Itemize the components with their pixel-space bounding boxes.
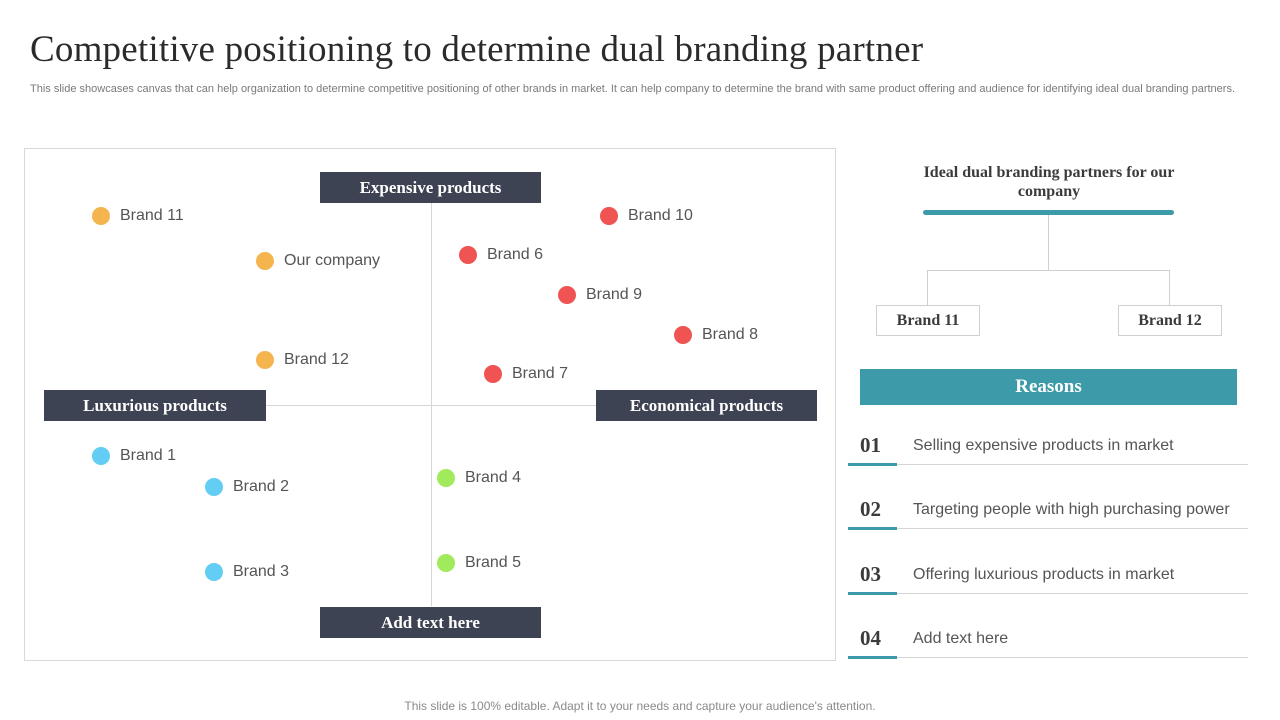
reason-divider bbox=[848, 464, 1248, 465]
reason-number: 04 bbox=[860, 626, 881, 650]
brand-dot bbox=[256, 351, 274, 369]
tree-connector bbox=[1048, 215, 1049, 270]
brand-dot bbox=[459, 246, 477, 264]
reason-text: Targeting people with high purchasing po… bbox=[913, 501, 1230, 518]
reason-number: 01 bbox=[860, 433, 881, 457]
brand-label: Brand 11 bbox=[120, 207, 184, 224]
brand-label: Brand 6 bbox=[487, 246, 544, 263]
partner-brand-11: Brand 11 bbox=[876, 305, 980, 336]
reason-accent bbox=[848, 527, 897, 530]
reason-accent bbox=[848, 656, 897, 659]
reason-item: 02 Targeting people with high purchasing… bbox=[848, 497, 1248, 530]
reason-number: 03 bbox=[860, 562, 881, 586]
brand-label: Brand 4 bbox=[465, 469, 522, 486]
brand-dot bbox=[205, 478, 223, 496]
brand-label: Brand 9 bbox=[586, 286, 643, 303]
brand-label: Brand 2 bbox=[233, 478, 290, 495]
horizontal-axis bbox=[266, 405, 596, 406]
brand-label: Brand 3 bbox=[233, 563, 290, 580]
brand-dot bbox=[437, 469, 455, 487]
tree-connector bbox=[927, 270, 928, 306]
brand-dot bbox=[92, 207, 110, 225]
reason-number: 02 bbox=[860, 497, 881, 521]
brand-point: Brand 5 bbox=[437, 553, 521, 573]
brand-point: Brand 3 bbox=[205, 562, 289, 582]
reason-divider bbox=[848, 528, 1248, 529]
vertical-axis bbox=[431, 200, 432, 606]
economical-products-label: Economical products bbox=[596, 390, 817, 421]
brand-point: Brand 1 bbox=[92, 446, 176, 466]
brand-dot bbox=[256, 252, 274, 270]
brand-point: Brand 8 bbox=[674, 325, 758, 345]
reason-text: Add text here bbox=[913, 630, 1009, 647]
brand-label: Brand 12 bbox=[284, 351, 349, 368]
brand-point: Brand 7 bbox=[484, 364, 568, 384]
brand-point: Brand 9 bbox=[558, 285, 642, 305]
brand-point: Brand 11 bbox=[92, 206, 184, 226]
expensive-products-label: Expensive products bbox=[320, 172, 541, 203]
brand-label: Our company bbox=[284, 252, 381, 269]
brand-label: Brand 1 bbox=[120, 447, 177, 464]
reason-item: 01 Selling expensive products in market bbox=[848, 433, 1248, 466]
tree-connector bbox=[927, 270, 1169, 271]
reasons-header: Reasons bbox=[860, 369, 1237, 405]
footer-note: This slide is 100% editable. Adapt it to… bbox=[404, 699, 876, 713]
luxurious-products-label: Luxurious products bbox=[44, 390, 266, 421]
brand-dot bbox=[92, 447, 110, 465]
brand-label: Brand 10 bbox=[628, 207, 693, 224]
reason-divider bbox=[848, 657, 1248, 658]
brand-dot bbox=[674, 326, 692, 344]
ideal-partners-title: Ideal dual branding partners for our com… bbox=[923, 164, 1175, 200]
reason-item: 03 Offering luxurious products in market bbox=[848, 562, 1248, 595]
reason-accent bbox=[848, 463, 897, 466]
tree-connector bbox=[1169, 270, 1170, 306]
brand-point: Brand 10 bbox=[600, 206, 693, 226]
brand-dot bbox=[484, 365, 502, 383]
brand-point: Brand 12 bbox=[256, 350, 349, 370]
brand-dot bbox=[600, 207, 618, 225]
brand-dot bbox=[437, 554, 455, 572]
ideal-partners-bar bbox=[923, 210, 1174, 215]
partner-brand-12: Brand 12 bbox=[1118, 305, 1222, 336]
reason-text: Offering luxurious products in market bbox=[913, 566, 1175, 583]
brand-point: Our company bbox=[256, 251, 380, 271]
brand-dot bbox=[558, 286, 576, 304]
reason-text: Selling expensive products in market bbox=[913, 437, 1174, 454]
reason-accent bbox=[848, 592, 897, 595]
reason-item: 04 Add text here bbox=[848, 626, 1248, 659]
brand-point: Brand 6 bbox=[459, 245, 543, 265]
page-title: Competitive positioning to determine dua… bbox=[30, 29, 924, 70]
brand-label: Brand 5 bbox=[465, 554, 522, 571]
reason-divider bbox=[848, 593, 1248, 594]
brand-label: Brand 8 bbox=[702, 326, 759, 343]
brand-dot bbox=[205, 563, 223, 581]
brand-point: Brand 2 bbox=[205, 477, 289, 497]
brand-point: Brand 4 bbox=[437, 468, 521, 488]
page-subtitle: This slide showcases canvas that can hel… bbox=[30, 83, 1235, 95]
positioning-matrix bbox=[24, 148, 836, 661]
brand-label: Brand 7 bbox=[512, 365, 569, 382]
bottom-axis-label: Add text here bbox=[320, 607, 541, 638]
